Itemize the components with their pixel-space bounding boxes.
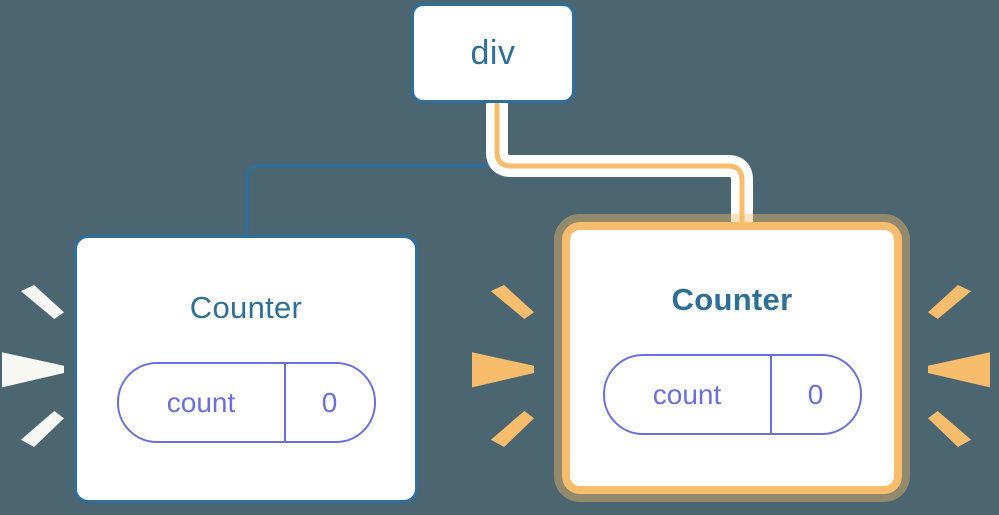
ray-middle-icon (2, 352, 64, 388)
ray-upper-icon (20, 285, 64, 319)
state-key-left: count (166, 386, 236, 418)
node-counter-left[interactable]: Counter count 0 (74, 235, 418, 503)
ray-middle-icon (928, 349, 990, 389)
ray-upper-icon (490, 285, 534, 319)
connector-div-to-right-counter-halo (486, 103, 753, 224)
node-counter-right-label: Counter (671, 282, 793, 317)
state-value-right: 0 (769, 356, 860, 433)
state-key-right: count (652, 378, 722, 410)
node-div-label: div (470, 33, 516, 72)
starburst-left-counter-left (2, 283, 66, 453)
starburst-right-counter-left (472, 283, 536, 453)
connector-div-to-left-counter (245, 101, 495, 237)
starburst-right-counter-right (926, 283, 990, 453)
node-counter-right[interactable]: Counter count 0 (562, 222, 902, 494)
state-value-left: 0 (283, 364, 374, 441)
ray-middle-icon (472, 352, 534, 388)
state-pill-right: count 0 (602, 354, 862, 435)
ray-lower-icon (20, 411, 64, 447)
connector-div-to-right-counter (494, 103, 745, 224)
node-div[interactable]: div (411, 3, 575, 103)
state-pill-left: count 0 (116, 362, 376, 443)
ray-lower-icon (490, 411, 534, 447)
node-counter-left-label: Counter (189, 290, 303, 325)
ray-upper-icon (928, 285, 972, 319)
ray-lower-icon (928, 411, 972, 447)
